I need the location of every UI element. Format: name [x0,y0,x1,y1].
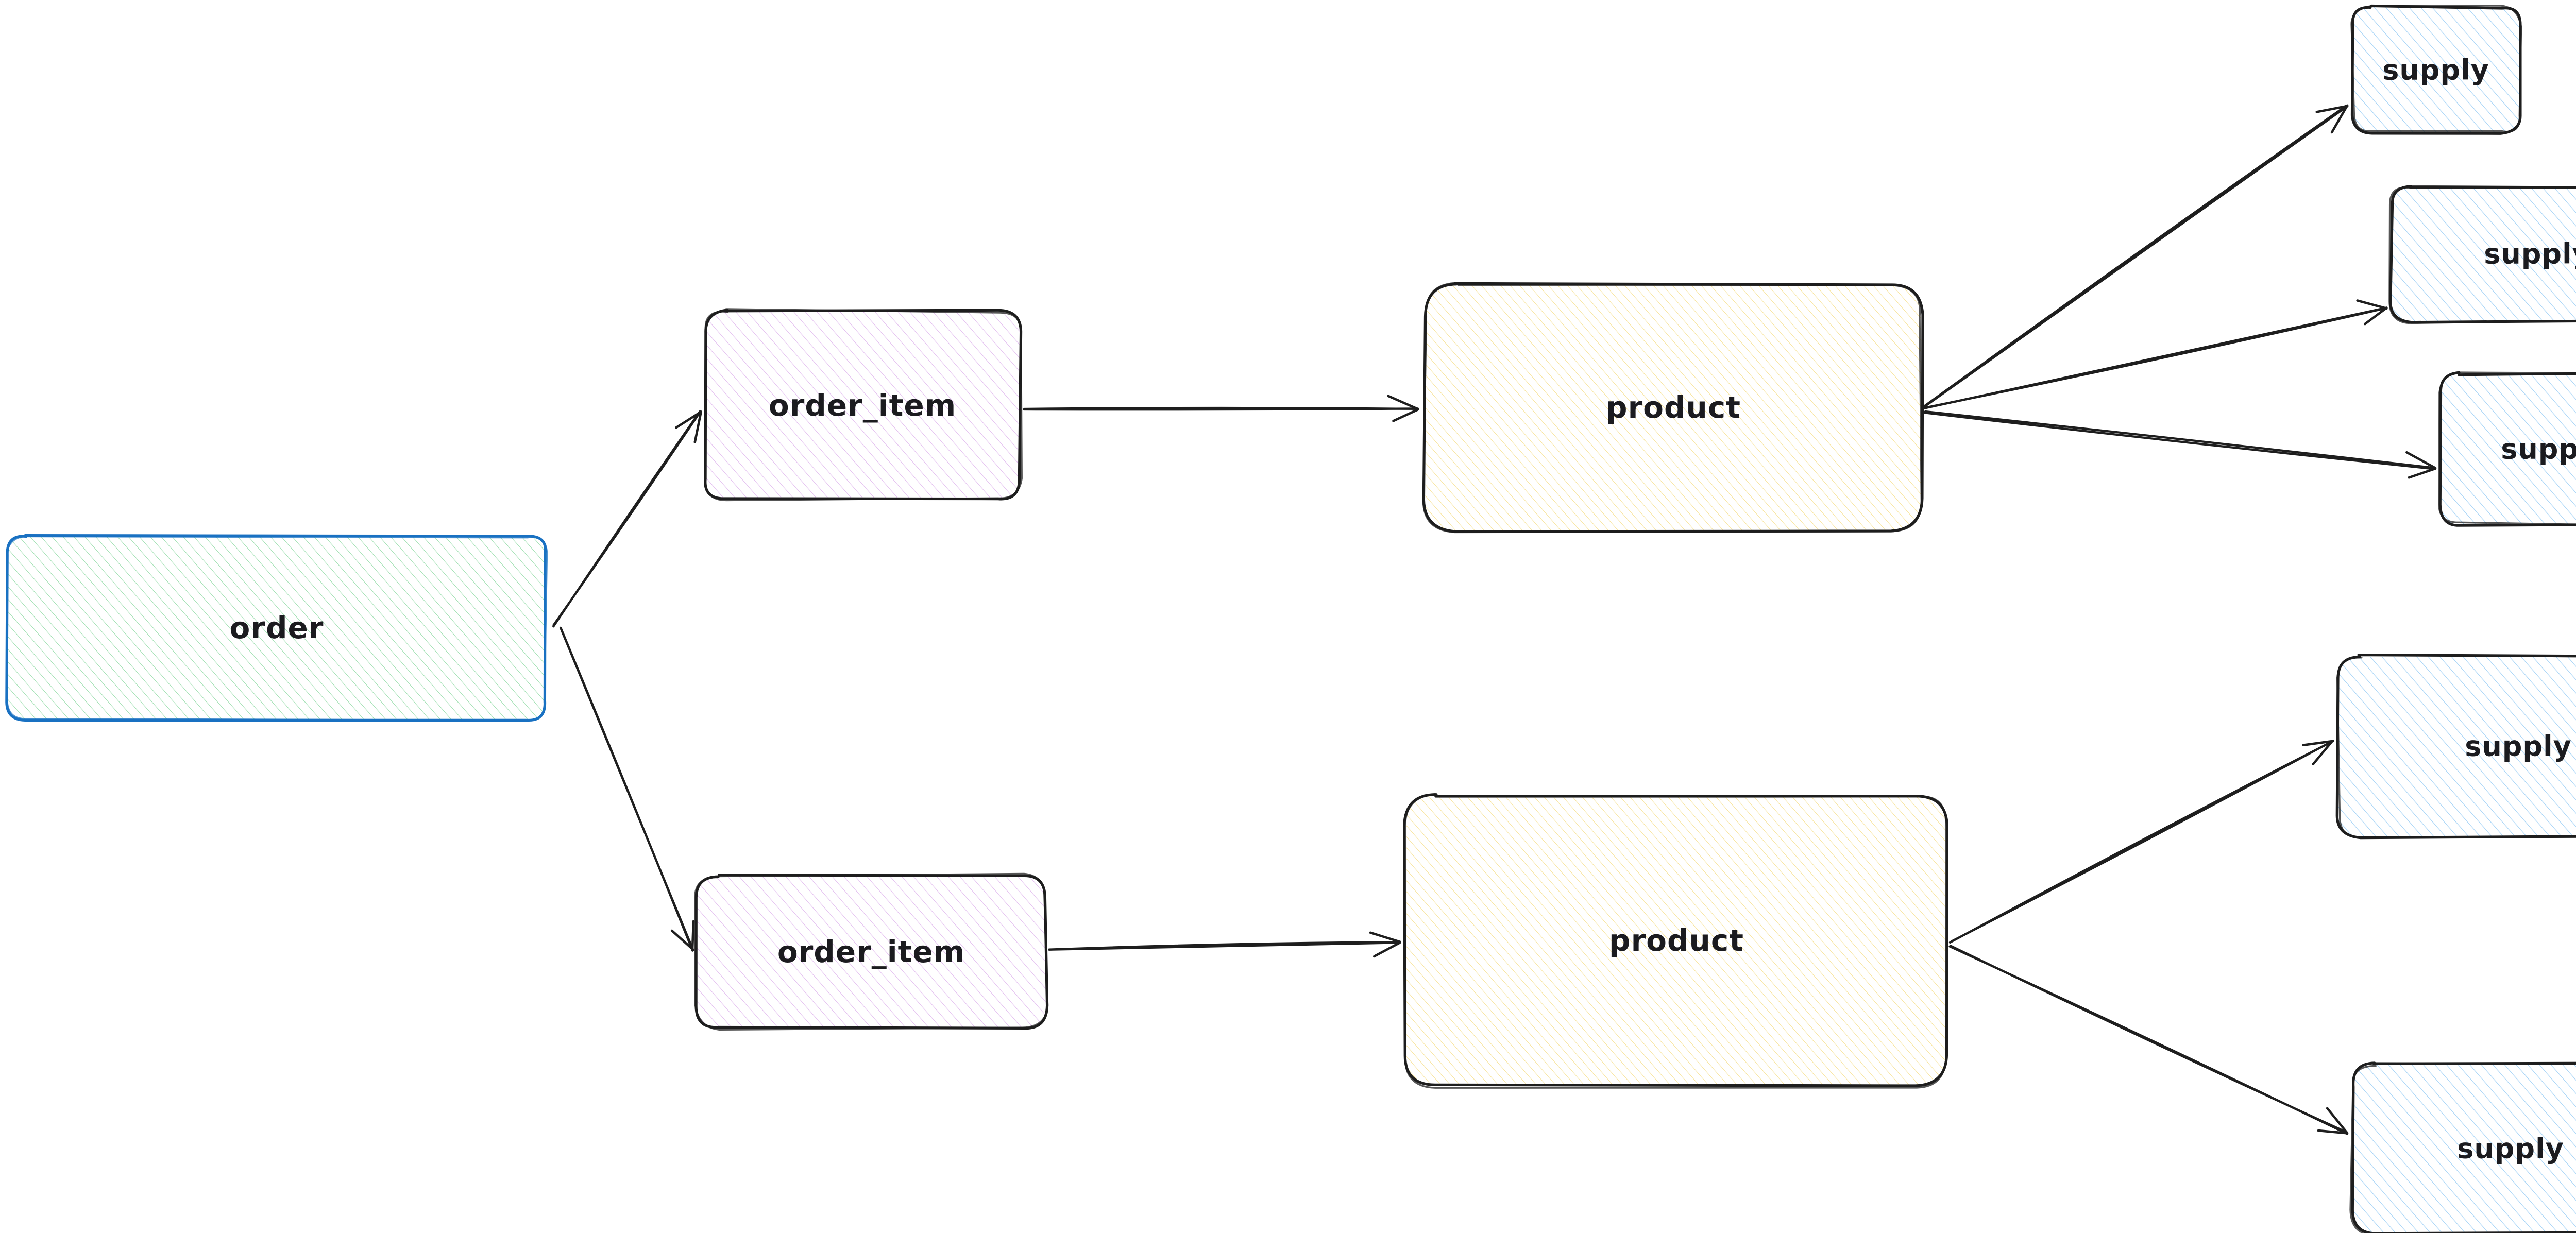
edge-line [1048,941,1401,951]
node-supply_3[interactable]: supply [2438,371,2576,527]
arrowhead-icon [2317,1129,2348,1135]
node-label: supply [2465,730,2572,763]
node-border [2388,185,2576,324]
node-border [2336,654,2576,838]
arrowhead-icon [2405,451,2437,470]
arrowhead-icon [2364,306,2388,326]
edge-line [1923,104,2348,407]
node-border [694,872,1049,1031]
node-fill [2391,185,2576,322]
node-fill [2351,1064,2576,1233]
node-border [1422,282,1923,534]
node-fill [6,536,547,721]
edge-order-to-order_item_top[interactable] [552,410,703,628]
arrowhead-icon [2408,467,2436,479]
edge-product_top-to-supply_2[interactable] [1923,299,2388,409]
arrowhead-icon [2302,740,2334,747]
edges-layer [552,104,2437,1135]
edge-line [1948,740,2333,944]
node-label: order [230,610,324,645]
node-fill [1405,795,1948,1086]
node-label: order_item [777,934,965,969]
arrowhead-icon [693,410,702,443]
node-fill [2440,373,2576,524]
node-fill [2337,655,2576,836]
arrowhead-icon [2330,104,2349,134]
edge-order_item_bottom-to-product_bottom[interactable] [1048,931,1401,958]
node-label: supply [2501,433,2576,466]
node-fill [1425,283,1922,531]
node-order_item_bottom[interactable]: order_item [694,872,1049,1031]
node-border [704,308,1023,502]
node-border [2350,5,2522,133]
node-border [6,535,548,722]
arrowhead-icon [691,920,695,951]
arrowhead-icon [1387,395,1419,410]
edge-line [1948,945,2349,1135]
node-label: supply [2484,238,2576,270]
node-product_bottom[interactable]: product [1402,793,1948,1089]
nodes-layer: orderorder_itemorder_itemproductproducts… [5,4,2576,1233]
node-fill [704,310,1020,500]
arrowhead-icon [2356,299,2388,310]
node-fill [2352,6,2520,134]
node-border [2438,371,2576,525]
edge-product_bottom-to-supply_4[interactable] [1948,740,2334,944]
edge-order-to-order_item_bottom[interactable] [559,626,695,952]
node-label: order_item [769,388,956,423]
edge-order_item_top-to-product_top[interactable] [1023,395,1419,422]
edge-product_bottom-to-supply_5[interactable] [1948,945,2349,1135]
node-label: supply [2382,54,2489,87]
edge-line [552,410,701,628]
node-supply_5[interactable]: supply [2349,1061,2576,1233]
arrowhead-icon [1372,941,1401,958]
node-product_top[interactable]: product [1422,282,1924,534]
node-order_item_top[interactable]: order_item [704,308,1023,502]
edge-line [1923,306,2388,409]
node-border [2349,1062,2576,1233]
edge-line [1924,412,2436,470]
node-supply_1[interactable]: supply [2350,4,2522,135]
arrowhead-icon [2315,105,2349,113]
edge-line [1023,406,1419,410]
arrowhead-icon [2312,740,2334,766]
node-border [2389,185,2576,324]
edge-line [560,626,694,952]
arrowhead-icon [675,410,703,429]
node-border [1404,793,1947,1089]
arrowhead-icon [1369,931,1401,944]
arrowhead-icon [670,929,695,951]
arrowhead-icon [2326,1107,2349,1135]
node-label: supply [2457,1133,2564,1165]
node-fill [697,875,1047,1029]
node-label: product [1609,923,1744,958]
arrowhead-icon [1392,408,1419,422]
node-supply_2[interactable]: supply [2388,185,2576,324]
edge-line [1923,105,2348,408]
edge-product_top-to-supply_1[interactable] [1923,104,2349,408]
node-label: product [1606,390,1741,425]
node-order[interactable]: order [5,534,548,722]
edge-line [1924,410,2436,469]
node-supply_4[interactable]: supply [2335,653,2576,840]
edge-product_top-to-supply_3[interactable] [1924,410,2437,479]
